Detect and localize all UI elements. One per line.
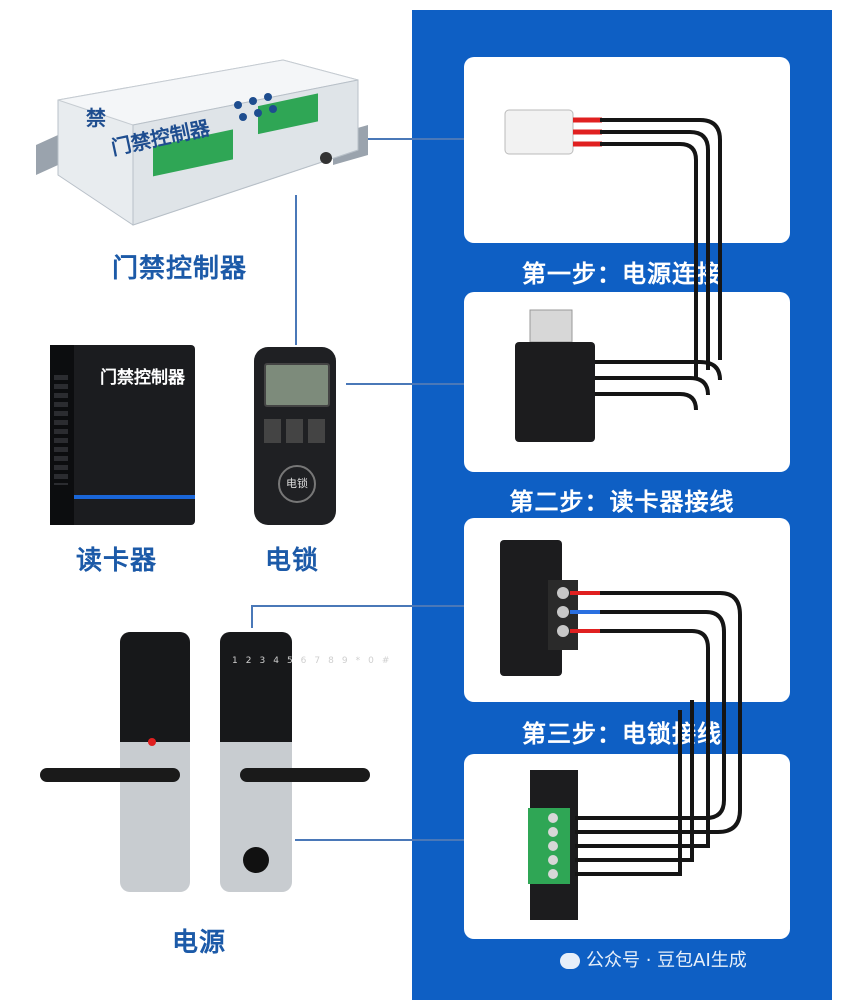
lock-button-text: 电锁 [278,465,316,503]
usb-plug [529,309,573,343]
controller-label: 门禁控制器 [112,254,248,284]
reader-connector-box [515,342,595,442]
card-reader-device: 门禁控制器 [50,345,195,525]
wechat-icon [560,953,580,969]
electric-lock-device: 电锁 [254,347,336,525]
line-lock-step3 [251,605,500,628]
step1-label: 第一步：电源连接 [522,260,722,288]
card-reader-panel-text: 门禁控制器 [100,368,185,388]
controller-brand-mark: 禁 [86,106,106,130]
step2-label: 第二步：读卡器接线 [509,488,735,516]
power-label: 电源 [172,928,227,958]
black-cables [575,118,742,876]
step3-label: 第三步：电锁接线 [522,720,722,748]
lock-terminal-block [500,540,562,676]
electric-lock-label: 电锁 [265,546,320,576]
power-device-locks: 123456789*0# [40,632,410,902]
access-controller-device: 禁 门禁控制器 [36,59,368,226]
card-reader-label: 读卡器 [76,546,158,576]
keypad-digits: 123456789*0# [232,656,398,666]
watermark: 公众号 · 豆包AI生成 [560,946,747,972]
white-plug-connector [504,109,574,155]
